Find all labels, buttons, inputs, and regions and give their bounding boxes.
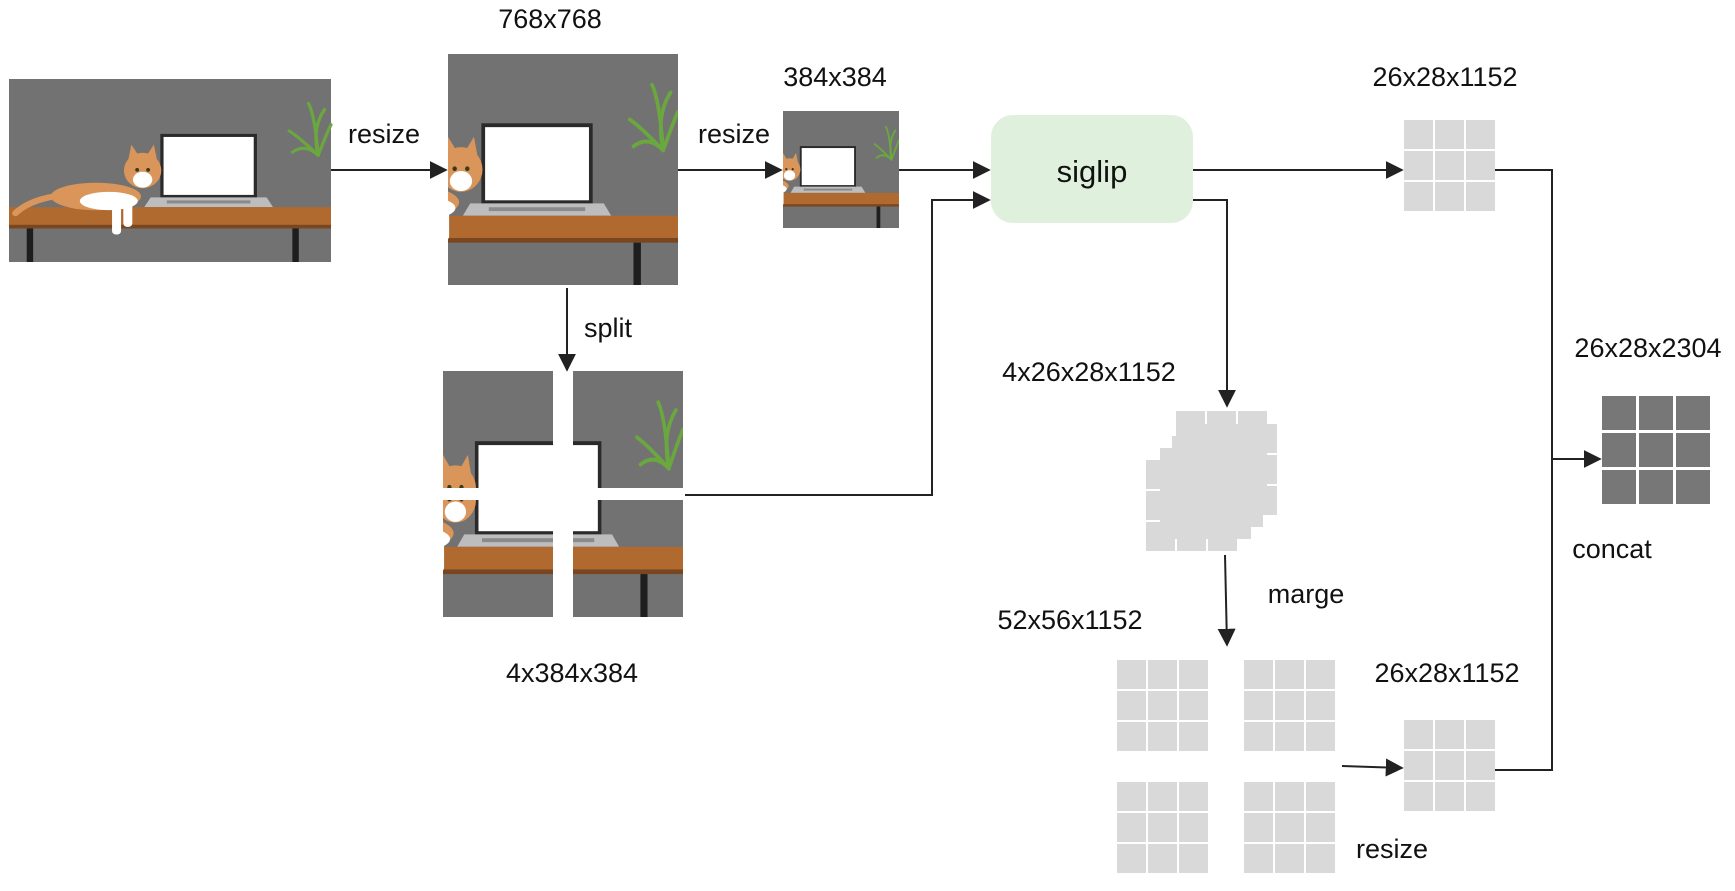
label-resize-2: resize <box>698 119 770 149</box>
label-feat-stack: 4x26x28x1152 <box>1002 357 1176 387</box>
label-merge: marge <box>1268 579 1345 609</box>
siglip-label: siglip <box>1057 154 1128 189</box>
label-tiles: 4x384x384 <box>506 658 638 688</box>
feature-grid-top <box>1404 120 1495 211</box>
label-split: split <box>584 313 633 343</box>
stacked-feature-grids-icon <box>1146 411 1277 551</box>
input-photo <box>9 79 331 262</box>
label-768: 768x768 <box>498 4 602 34</box>
siglip-encoder: siglip <box>991 115 1193 223</box>
label-feat-bottom: 26x28x1152 <box>1374 658 1519 688</box>
split-tiles <box>308 371 683 617</box>
label-feat-concat: 26x28x2304 <box>1574 333 1721 363</box>
label-384: 384x384 <box>783 62 887 92</box>
merged-feature-grids <box>1117 660 1335 873</box>
label-concat: concat <box>1572 534 1652 564</box>
label-resize-3: resize <box>1356 834 1428 864</box>
label-feat-top: 26x28x1152 <box>1372 62 1517 92</box>
label-resize-1: resize <box>348 119 420 149</box>
flow-arrows <box>331 161 1602 777</box>
feature-grid-bottom <box>1404 720 1495 811</box>
label-feat-merged: 52x56x1152 <box>997 605 1142 635</box>
feature-grid-concat <box>1602 396 1710 504</box>
